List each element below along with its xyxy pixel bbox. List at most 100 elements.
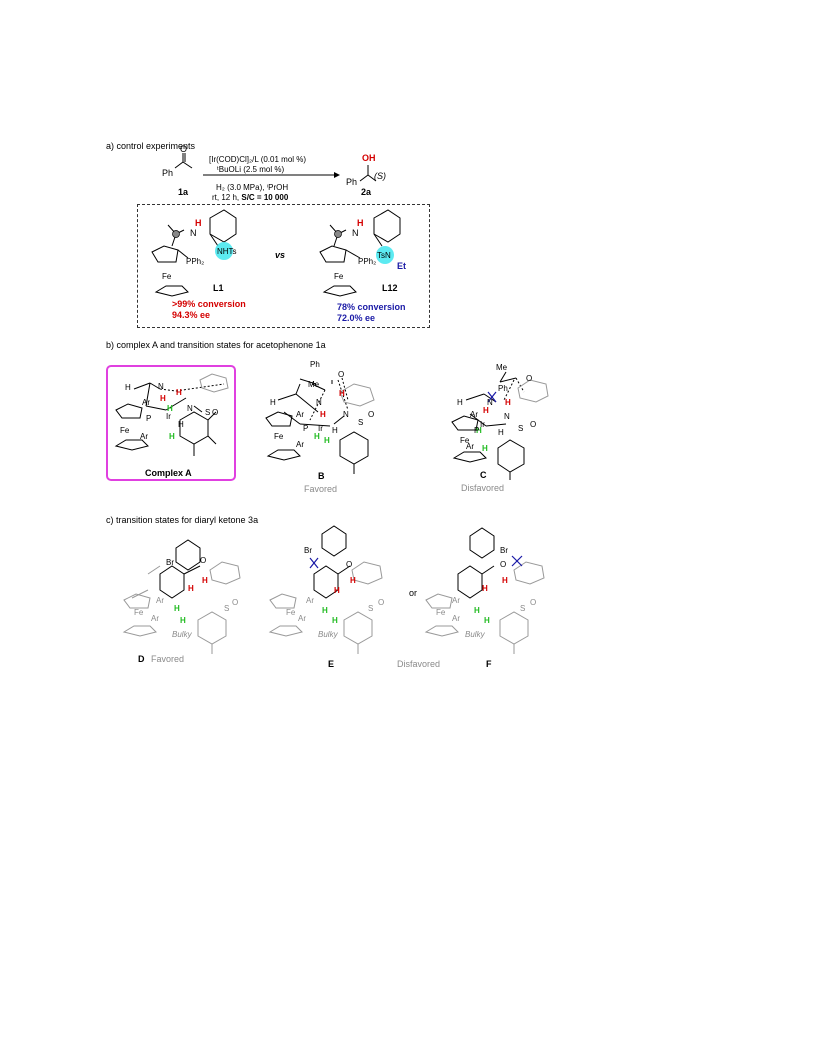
- ts-f-h-green1: H: [474, 606, 480, 615]
- ts-b-h1: H: [270, 398, 276, 407]
- ts-c-ar2: Ar: [466, 442, 474, 451]
- complex-a-h-red2: H: [176, 388, 182, 397]
- ts-f-ar1: Ar: [452, 596, 460, 605]
- ts-e-br: Br: [304, 546, 312, 555]
- ts-c-ph: Ph: [498, 384, 508, 393]
- ts-e-s: S: [368, 604, 374, 613]
- ts-d-s: S: [224, 604, 230, 613]
- condition-line-4-sc: S/C = 10 000: [241, 193, 289, 202]
- ts-e-h-red2: H: [350, 576, 356, 585]
- L12-pph2: PPh₂: [358, 257, 377, 266]
- ts-ef-note: Disfavored: [397, 659, 441, 669]
- ts-c-o: O: [526, 374, 533, 383]
- ts-e-ar1: Ar: [306, 596, 314, 605]
- ts-c-h-red1: H: [483, 406, 489, 415]
- ts-b-fe: Fe: [274, 432, 284, 441]
- ts-c-h1: H: [457, 398, 463, 407]
- ts-d-h-red2: H: [202, 576, 208, 585]
- ts-c-me: Me: [496, 363, 508, 372]
- ts-c-fe: Fe: [460, 436, 470, 445]
- ts-d-ar2: Ar: [151, 614, 159, 623]
- ts-e-o: O: [346, 560, 353, 569]
- ts-c-note: Disfavored: [461, 483, 505, 493]
- ts-f-h-green2: H: [484, 616, 490, 625]
- ts-b-ar1: Ar: [296, 410, 304, 419]
- complex-a-label: Complex A: [145, 468, 192, 478]
- ts-b-skeleton: [265, 377, 375, 474]
- product-oh: OH: [362, 153, 376, 163]
- complex-a-ar2: Ar: [140, 432, 148, 441]
- ts-c-h-green2: H: [482, 444, 488, 453]
- ts-f-ar2: Ar: [452, 614, 460, 623]
- complex-a-h-green1: H: [167, 404, 173, 413]
- ts-d-note: Favored: [151, 654, 185, 664]
- ts-c-label: C: [480, 470, 487, 480]
- L12-fe: Fe: [334, 272, 344, 281]
- ts-c-o2: O: [530, 420, 537, 429]
- ts-c-p: P: [474, 426, 480, 435]
- condition-line-3: H₂ (3.0 MPa), ⁱPrOH: [216, 183, 289, 192]
- L12-h: H: [357, 218, 364, 228]
- ts-e-fe: Fe: [286, 608, 296, 617]
- complex-a-ar1: Ar: [142, 398, 150, 407]
- ts-c-h2: H: [498, 428, 504, 437]
- reactant-1a-skeleton: [174, 153, 193, 169]
- ts-b-me: Me: [308, 380, 320, 389]
- ts-c-ir: Ir: [480, 420, 485, 429]
- L1-fe: Fe: [162, 272, 172, 281]
- complex-a-n1: N: [158, 382, 164, 391]
- ts-f-h-red1: H: [482, 584, 488, 593]
- product-label: 2a: [361, 187, 372, 197]
- ts-f-o: O: [500, 560, 507, 569]
- ts-b-o2: O: [368, 410, 375, 419]
- complex-a-skeleton: [114, 373, 229, 456]
- L1-nhts-highlight: [215, 242, 233, 260]
- product-ph: Ph: [346, 177, 358, 187]
- section-a-heading: a) control experiments: [106, 141, 196, 151]
- condition-line-4: rt, 12 h, S/C = 10 000: [212, 193, 288, 203]
- complex-a-n2: N: [187, 404, 193, 413]
- or-text: or: [409, 588, 418, 598]
- complex-a-o: O: [212, 408, 219, 417]
- ts-c-ar1: Ar: [470, 410, 478, 419]
- ts-f-o2: O: [530, 598, 537, 607]
- ts-f-s: S: [520, 604, 526, 613]
- complex-a-h-red1: H: [160, 394, 166, 403]
- condition-line-4-prefix: rt, 12 h,: [212, 193, 242, 202]
- complex-a-ir: Ir: [166, 412, 171, 421]
- ts-e-skeleton: [268, 525, 383, 654]
- ts-b-p: P: [303, 424, 309, 433]
- product-2a-skeleton: [359, 165, 377, 182]
- ts-d-h-green1: H: [174, 604, 180, 613]
- ts-b-h-red2: H: [320, 410, 326, 419]
- reactant-oxygen: O: [180, 144, 188, 154]
- ts-f-skeleton: [424, 527, 545, 654]
- ts-f-label: F: [486, 659, 492, 669]
- ts-d-o: O: [200, 556, 207, 565]
- ts-d-h-green2: H: [180, 616, 186, 625]
- ts-c-n1: N: [487, 398, 493, 407]
- section-c-heading: c) transition states for diaryl ketone 3…: [106, 515, 259, 525]
- ts-d-bulky: Bulky: [172, 630, 192, 639]
- ts-c-skeleton: [451, 371, 549, 480]
- L12-conversion: 78% conversion: [337, 302, 406, 312]
- ts-b-h-red1: H: [339, 389, 345, 398]
- L1-label: L1: [213, 283, 224, 293]
- ts-e-label: E: [328, 659, 335, 669]
- ts-b-n2: N: [343, 410, 349, 419]
- ts-b-s: S: [358, 418, 364, 427]
- condition-line-2: ᵗBuOLi (2.5 mol %): [217, 165, 285, 174]
- L12-label: L12: [382, 283, 398, 293]
- ligand-comparison-box: [137, 204, 430, 328]
- ts-d-skeleton: [122, 539, 241, 654]
- ts-e-bulky: Bulky: [318, 630, 338, 639]
- ts-d-h-red1: H: [188, 584, 194, 593]
- complex-a-h-plain: H: [178, 420, 184, 429]
- L12-n: N: [352, 228, 359, 238]
- complex-a-box: [106, 365, 236, 481]
- ts-d-label: D: [138, 654, 145, 664]
- reactant-label: 1a: [178, 187, 189, 197]
- section-b-heading: b) complex A and transition states for a…: [106, 340, 326, 350]
- product-config: (S): [374, 171, 386, 181]
